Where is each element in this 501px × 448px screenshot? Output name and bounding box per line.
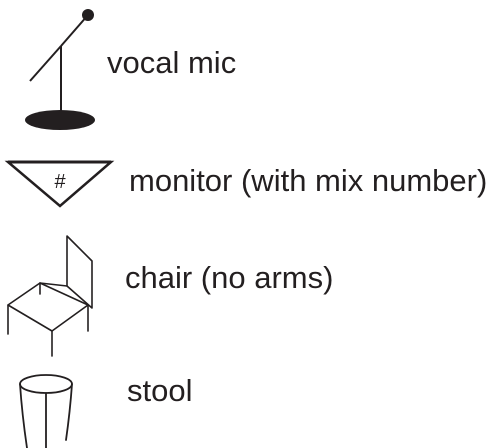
monitor-label: monitor (with mix number) bbox=[129, 163, 488, 198]
monitor-mix-number: # bbox=[54, 171, 66, 193]
stool-icon bbox=[19, 374, 73, 448]
vocal-mic-icon bbox=[25, 9, 95, 130]
monitor-icon: # bbox=[4, 160, 115, 208]
chair-icon bbox=[7, 235, 93, 357]
legend-row-monitor: # monitor (with mix number) bbox=[0, 150, 501, 210]
stool-label: stool bbox=[127, 373, 193, 408]
vocal-mic-label: vocal mic bbox=[107, 45, 237, 80]
legend-row-chair: chair (no arms) bbox=[0, 228, 501, 358]
legend-row-vocal-mic: vocal mic bbox=[0, 0, 501, 140]
chair-label: chair (no arms) bbox=[125, 260, 334, 295]
legend-row-stool: stool bbox=[0, 364, 501, 448]
